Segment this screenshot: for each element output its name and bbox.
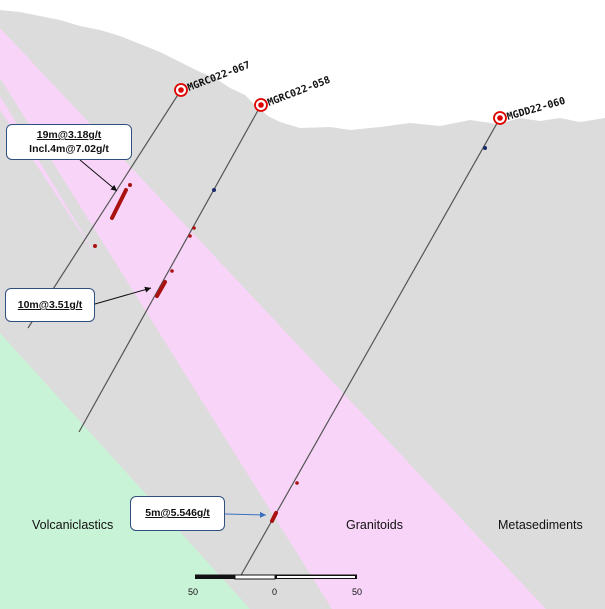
assay-dot xyxy=(128,183,132,187)
intercept-callout-2-line1: 10m@3.51g/t xyxy=(17,299,83,311)
callout-arrow-2 xyxy=(94,286,152,305)
assay-dot xyxy=(188,234,192,238)
granitoid-dyke xyxy=(0,28,546,609)
intercept-callout-1-line2: Incl.4m@7.02g/t xyxy=(29,143,109,155)
sky-area xyxy=(0,0,605,130)
lithology-label-volcaniclastics: Volcaniclastics xyxy=(32,518,114,532)
scale-label-middle: 0 xyxy=(272,587,277,597)
scale-label-left: 50 xyxy=(188,587,198,597)
intercept-callout-1-line1: 19m@3.18g/t xyxy=(36,129,102,141)
assay-dot xyxy=(170,269,174,273)
callout-arrow-3 xyxy=(224,511,267,518)
collar-marker-058 xyxy=(254,98,268,112)
volcaniclastics-unit xyxy=(0,333,250,609)
callout-arrow-1 xyxy=(79,159,118,192)
scale-label-right: 50 xyxy=(352,587,362,597)
assay-dot xyxy=(295,481,299,485)
intercept-060-main xyxy=(270,511,278,523)
intercept-058-main xyxy=(155,280,167,298)
assay-dot xyxy=(192,226,196,230)
collar-marker-067 xyxy=(174,83,188,97)
intercept-callout-3: 5m@5.546g/t xyxy=(130,496,225,531)
assay-dot-blue xyxy=(483,146,487,150)
assay-dot-blue xyxy=(212,188,216,192)
lithology-label-granitoids: Granitoids xyxy=(346,518,403,532)
assay-dot xyxy=(93,244,97,248)
intercept-callout-3-line1: 5m@5.546g/t xyxy=(145,507,210,519)
scale-bar xyxy=(195,574,357,580)
drillhole-trace-060 xyxy=(239,117,501,578)
intercept-067-main xyxy=(110,188,128,220)
intercept-callout-1: 19m@3.18g/t Incl.4m@7.02g/t xyxy=(6,124,132,160)
dyke-inner-stripe xyxy=(0,78,332,609)
intercept-callout-2: 10m@3.51g/t xyxy=(5,288,95,322)
drillhole-trace-058 xyxy=(78,104,262,433)
collar-marker-060 xyxy=(493,111,507,125)
lithology-label-metasediments: Metasediments xyxy=(498,518,583,532)
